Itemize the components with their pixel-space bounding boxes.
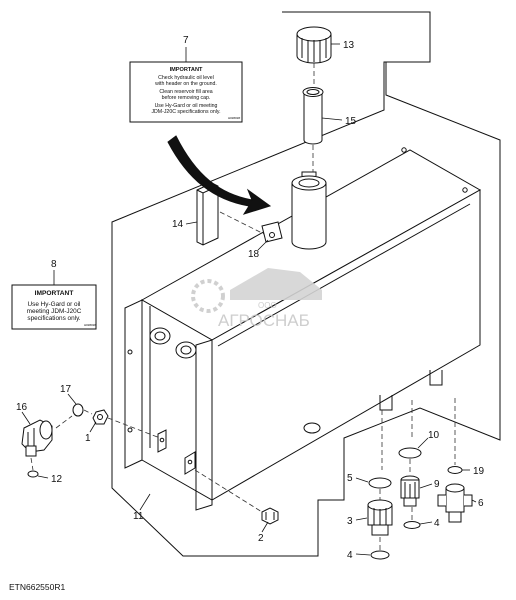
sight-block-axis <box>219 211 269 237</box>
callout-14: 14 <box>172 219 184 230</box>
callout-6: 6 <box>478 498 484 509</box>
callout-10: 10 <box>428 430 440 441</box>
leader-5 <box>355 477 369 483</box>
fitting9-axis <box>409 459 413 520</box>
decal-small-code: H###### <box>84 323 97 327</box>
leader-4b <box>419 521 433 525</box>
leader-2 <box>261 521 269 533</box>
callout-15: 15 <box>345 116 357 127</box>
decal-large-line2: with header on the ground. <box>155 81 217 87</box>
washer-axis <box>30 457 34 471</box>
callout-4-upper: 4 <box>434 518 440 529</box>
callout-8: 8 <box>51 259 57 270</box>
decal-large-line4: before removing cap. <box>162 95 211 101</box>
decal-large-line6: JDM-J20C specifications only. <box>151 109 220 115</box>
tee-fitting-6 <box>437 483 473 523</box>
bolt-axis <box>194 469 263 513</box>
watermark-logo: ООО АГРОСНАБ <box>191 268 322 330</box>
adapter-fitting-9 <box>400 475 420 507</box>
leader-1 <box>89 421 97 433</box>
callout-7: 7 <box>183 35 189 46</box>
assembly-boundary-outline <box>111 11 501 557</box>
callout-16: 16 <box>16 402 28 413</box>
decal-large-line5: Use Hy-Gard or oil meeting <box>155 103 218 109</box>
decal-small-line1: Use Hy-Gard or oil <box>28 301 81 308</box>
callout-3: 3 <box>347 516 353 527</box>
decal-large-line1: Check hydraulic oil level <box>158 75 214 81</box>
filler-neck <box>291 171 327 250</box>
callout-11: 11 <box>133 511 144 522</box>
leader-12 <box>37 475 49 479</box>
washer-12 <box>27 470 39 478</box>
nut-1 <box>92 409 109 425</box>
callout-2: 2 <box>258 533 264 544</box>
decal-small-line2: meeting JDM-J20C <box>27 308 82 315</box>
elbow-fitting <box>21 419 53 457</box>
leader-18 <box>257 239 269 251</box>
filler-strainer <box>302 87 324 145</box>
watermark-name: АГРОСНАБ <box>218 311 310 330</box>
leader-9 <box>419 483 433 489</box>
callout-13: 13 <box>343 40 355 51</box>
callout-18: 18 <box>248 249 260 260</box>
callout-4-lower: 4 <box>347 550 353 561</box>
decal-large-important: IMPORTANT Check hydraulic oil level with… <box>129 61 243 123</box>
o-ring-5 <box>368 477 392 489</box>
leader-17 <box>67 393 77 405</box>
leader-4a <box>355 553 371 556</box>
callout-17: 17 <box>60 384 72 395</box>
leader-11 <box>139 493 151 511</box>
filler-cap <box>296 26 332 64</box>
o-ring-19 <box>447 466 463 474</box>
watermark-company: ООО <box>258 301 277 310</box>
callout-5: 5 <box>347 473 353 484</box>
decal-small-title: IMPORTANT <box>35 290 74 297</box>
decal-large-line3: Clean reservoir fill area <box>159 89 212 95</box>
callout-19: 19 <box>473 466 485 477</box>
callout-12: 12 <box>51 474 63 485</box>
leader-15 <box>321 117 343 121</box>
leader-10 <box>417 437 429 449</box>
adapter-fitting-3 <box>367 499 393 536</box>
hose-clip <box>261 221 283 243</box>
callout-1: 1 <box>85 433 91 444</box>
callout-9: 9 <box>434 479 440 490</box>
fill-direction-arrow <box>167 135 272 215</box>
leader-16 <box>21 411 31 425</box>
decal-small-important: IMPORTANT Use Hy-Gard or oil meeting JDM… <box>11 284 97 330</box>
left-fitting-axis <box>55 409 161 439</box>
o-ring-17 <box>72 403 84 417</box>
figure-code: ETN662550R1 <box>9 582 66 592</box>
bolt-2 <box>261 507 279 525</box>
decal-large-code: H###### <box>228 116 241 120</box>
leader-14 <box>185 221 198 225</box>
washer-4-upper <box>403 521 421 529</box>
o-ring-10 <box>398 447 422 459</box>
washer-4-lower <box>370 550 390 560</box>
decal-large-title: IMPORTANT <box>170 67 203 73</box>
decal-small-line3: specifications only. <box>27 315 80 322</box>
leader-6 <box>471 499 477 503</box>
leader-3 <box>355 517 368 521</box>
cap-axis-line <box>312 63 315 172</box>
